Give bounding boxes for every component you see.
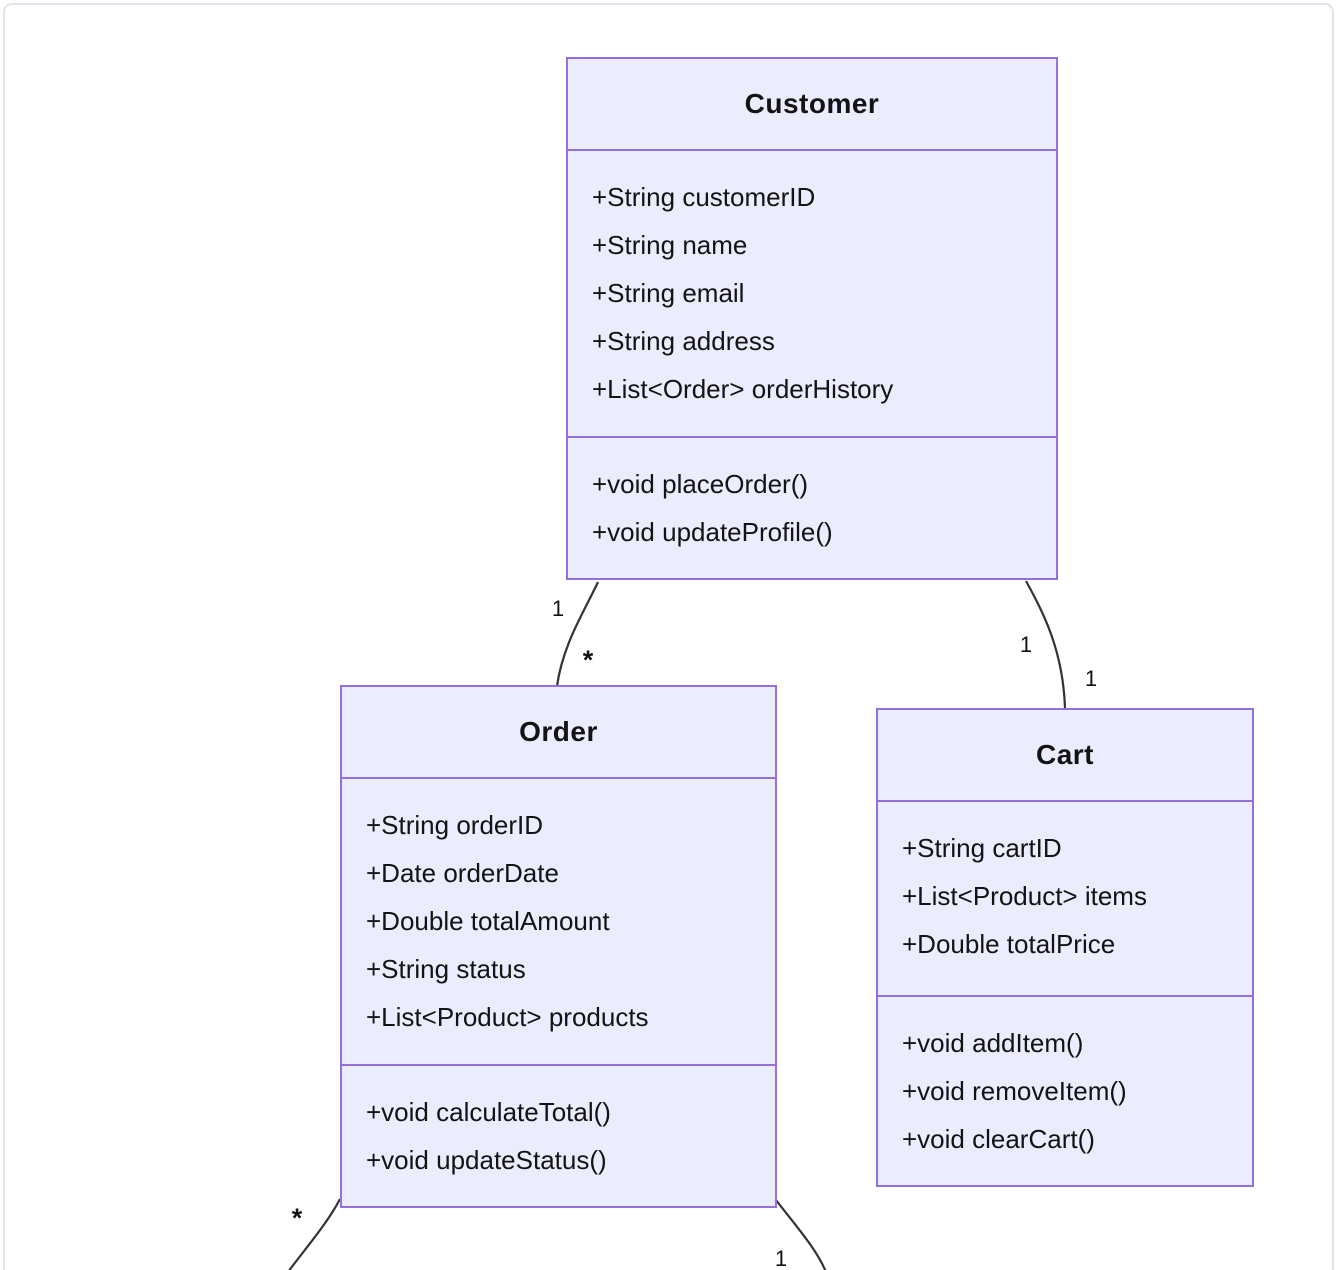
edge-customer-order xyxy=(555,581,599,687)
method: +void clearCart() xyxy=(902,1124,1095,1154)
method: +void updateProfile() xyxy=(592,517,833,547)
attribute: +String customerID xyxy=(592,182,816,212)
attribute: +List<Order> orderHistory xyxy=(592,374,894,404)
attribute: +String status xyxy=(366,954,526,984)
class-title: Cart xyxy=(1035,739,1094,770)
class-attributes-section: +String orderID +Date orderDate +Double … xyxy=(342,777,775,1064)
edge-order-down-left xyxy=(288,1198,341,1270)
class-methods-section: +void placeOrder() +void updateProfile() xyxy=(568,436,1056,578)
attribute: +String address xyxy=(592,326,775,356)
method: +void removeItem() xyxy=(902,1076,1127,1106)
class-methods-section: +void addItem() +void removeItem() +void… xyxy=(878,995,1252,1185)
cardinality-order-down-right: 1 xyxy=(775,1246,787,1270)
cardinality-customer-order-to: * xyxy=(583,645,594,675)
class-attributes-section: +String customerID +String name +String … xyxy=(568,149,1056,436)
cardinality-customer-cart-from: 1 xyxy=(1020,632,1032,657)
attribute: +List<Product> items xyxy=(902,881,1147,911)
method: +void updateStatus() xyxy=(366,1145,607,1175)
attribute: +String email xyxy=(592,278,745,308)
edge-order-down-right xyxy=(775,1199,827,1270)
cardinality-order-down-left: * xyxy=(292,1203,303,1233)
class-title: Order xyxy=(519,716,598,747)
class-title: Customer xyxy=(744,88,880,119)
class-box-customer: Customer +String customerID +String name… xyxy=(566,57,1058,580)
class-methods-section: +void calculateTotal() +void updateStatu… xyxy=(342,1064,775,1206)
attribute: +Date orderDate xyxy=(366,858,559,888)
cardinality-customer-order-from: 1 xyxy=(552,596,564,621)
attribute: +Double totalPrice xyxy=(902,929,1116,959)
class-attributes-section: +String cartID +List<Product> items +Dou… xyxy=(878,800,1252,995)
attribute: +Double totalAmount xyxy=(366,906,610,936)
class-box-cart: Cart +String cartID +List<Product> items… xyxy=(876,708,1254,1187)
attribute: +List<Product> products xyxy=(366,1002,649,1032)
class-box-order: Order +String orderID +Date orderDate +D… xyxy=(340,685,777,1208)
method: +void calculateTotal() xyxy=(366,1097,611,1127)
attribute: +String cartID xyxy=(902,833,1062,863)
edge-customer-cart xyxy=(1025,580,1067,709)
attribute: +String orderID xyxy=(366,810,544,840)
cardinality-customer-cart-to: 1 xyxy=(1085,666,1097,691)
attribute: +String name xyxy=(592,230,748,260)
method: +void addItem() xyxy=(902,1028,1084,1058)
method: +void placeOrder() xyxy=(592,469,809,499)
